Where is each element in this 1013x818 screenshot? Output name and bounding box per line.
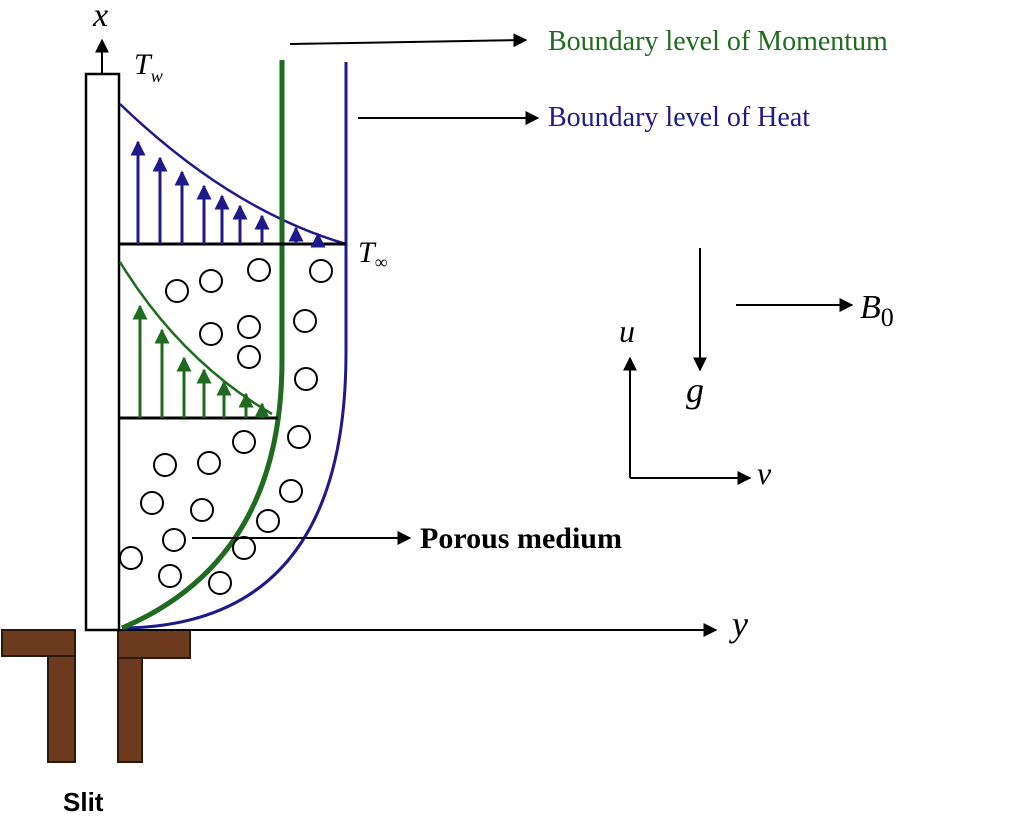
pore-circle [199, 322, 223, 346]
pore-circle [294, 367, 318, 391]
momentum-boundary-label: Boundary level of Momentum [548, 26, 888, 57]
pore-circle [232, 430, 256, 454]
magnetic-field-label: B0 [860, 289, 894, 332]
temperature-profile-arrows [130, 140, 326, 248]
pore-circle [279, 479, 303, 503]
pore-circle [237, 315, 261, 339]
pore-circle [197, 451, 221, 475]
pore-circle [247, 258, 271, 282]
x-axis-label: x [92, 0, 108, 34]
pore-circle [232, 536, 256, 560]
y-axis-label: y [729, 604, 748, 644]
heat-boundary-line [121, 62, 348, 630]
slit-label: Slit [63, 787, 104, 817]
momentum-pointer-arrow [289, 33, 528, 48]
pore-circle [309, 259, 333, 283]
magnetic-field-subscript: 0 [881, 303, 894, 332]
pore-circle [153, 453, 177, 477]
temperature-profile-curve [119, 103, 347, 246]
pore-circle [165, 279, 189, 303]
slit-block-left-top [1, 629, 76, 657]
slit-blocks [1, 629, 191, 763]
t-wall-subscript: w [151, 66, 163, 86]
u-axis-label: u [619, 313, 635, 349]
pore-circle [287, 425, 311, 449]
heat-boundary-label: Boundary level of Heat [548, 102, 810, 133]
pore-circle [158, 564, 182, 588]
pore-circle [208, 571, 232, 595]
pore-circle [162, 528, 186, 552]
pore-circle [140, 491, 164, 515]
velocity-profile-arrows [132, 304, 270, 418]
momentum-boundary-line [121, 60, 285, 631]
pore-circle [293, 309, 317, 333]
t-infinity-label: T∞ [358, 236, 388, 272]
slit-block-right-top [117, 629, 191, 659]
vertical-plate [84, 72, 121, 632]
pore-circle [119, 546, 143, 570]
slit-block-right-stem [117, 657, 143, 763]
slit-block-left-stem [47, 655, 76, 763]
v-axis-label: v [757, 455, 772, 491]
porous-particles [119, 258, 333, 595]
pore-circle [256, 509, 280, 533]
pore-circle [199, 269, 223, 293]
gravity-label: g [686, 370, 704, 410]
porous-medium-label: Porous medium [420, 522, 622, 555]
pore-circle [190, 498, 214, 522]
t-infinity-subscript: ∞ [375, 252, 388, 272]
t-wall-label: Tw [134, 48, 163, 86]
pore-circle [237, 345, 261, 369]
